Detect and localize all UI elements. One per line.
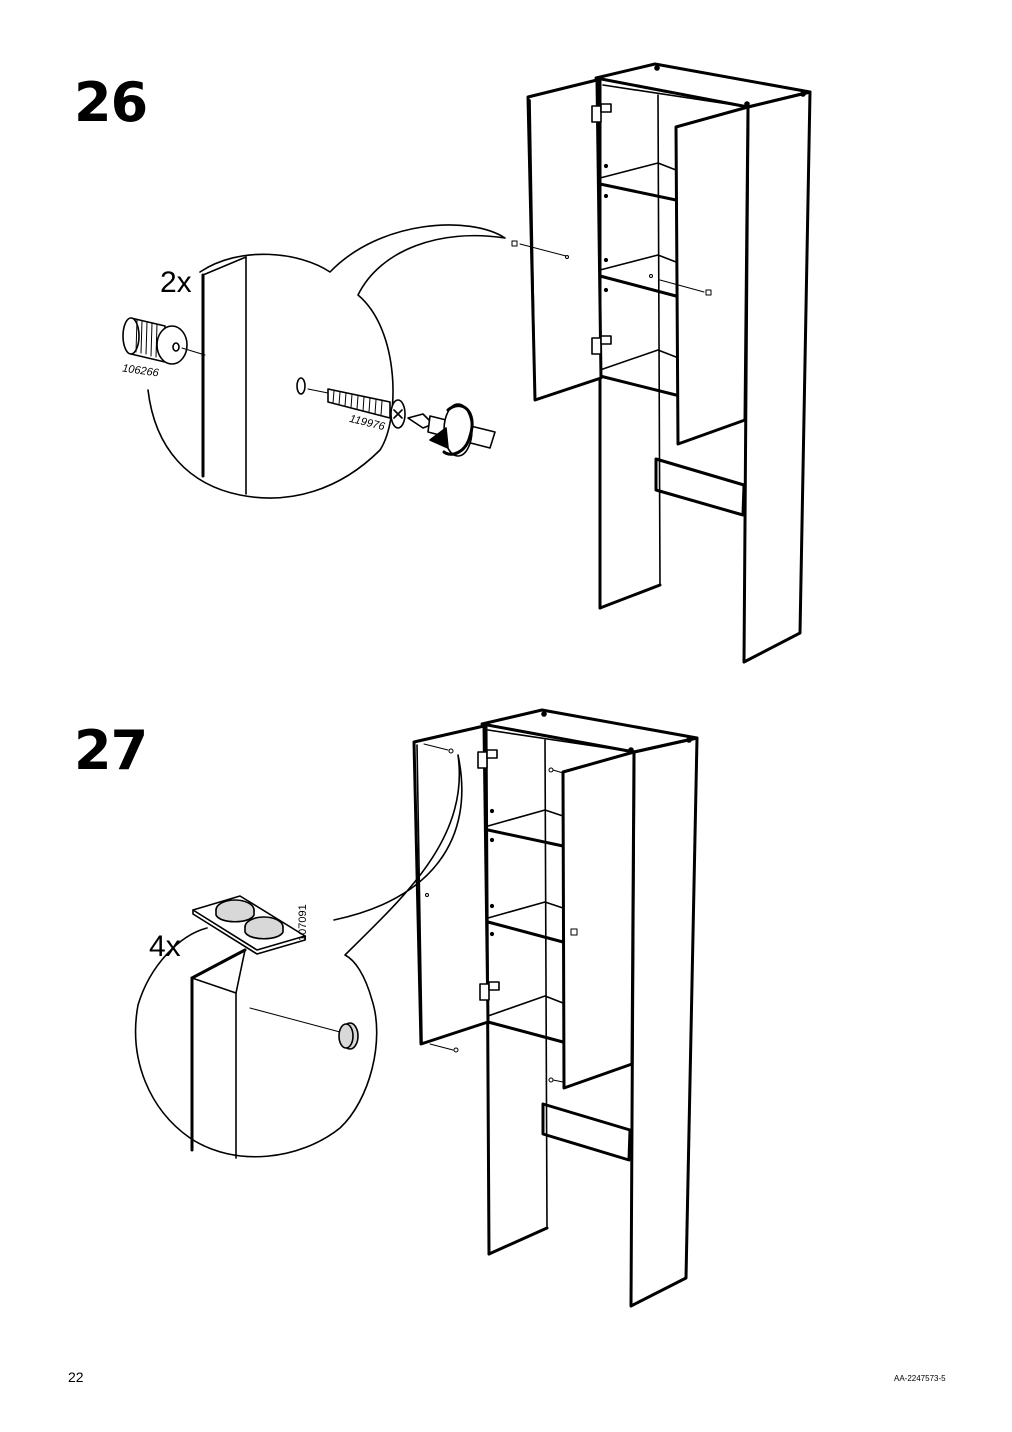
- door-bumper-icon: [249, 1007, 359, 1050]
- screw-part-icon: [296, 377, 406, 429]
- step-26-detail-circle: [147, 224, 506, 499]
- screwdriver-icon: [407, 403, 496, 457]
- step-26-quantity: 2x: [160, 266, 192, 299]
- step-26-number: 26: [74, 71, 148, 134]
- step-26-cabinet: [511, 62, 812, 664]
- page-number: 22: [68, 1369, 84, 1385]
- door-bumper-sheet-icon: [192, 895, 306, 955]
- cam-lock-part-icon: [122, 317, 206, 365]
- step-27-quantity: 4x: [149, 930, 181, 963]
- step-27-number: 27: [74, 719, 148, 782]
- rotate-clockwise-arrow-icon: [429, 404, 474, 456]
- step-27-detail-circle: [134, 754, 463, 1159]
- step-27-cabinet: [412, 708, 699, 1308]
- step-27-part-107091: 107091: [297, 904, 309, 941]
- document-code: AA-2247573-5: [894, 1374, 946, 1383]
